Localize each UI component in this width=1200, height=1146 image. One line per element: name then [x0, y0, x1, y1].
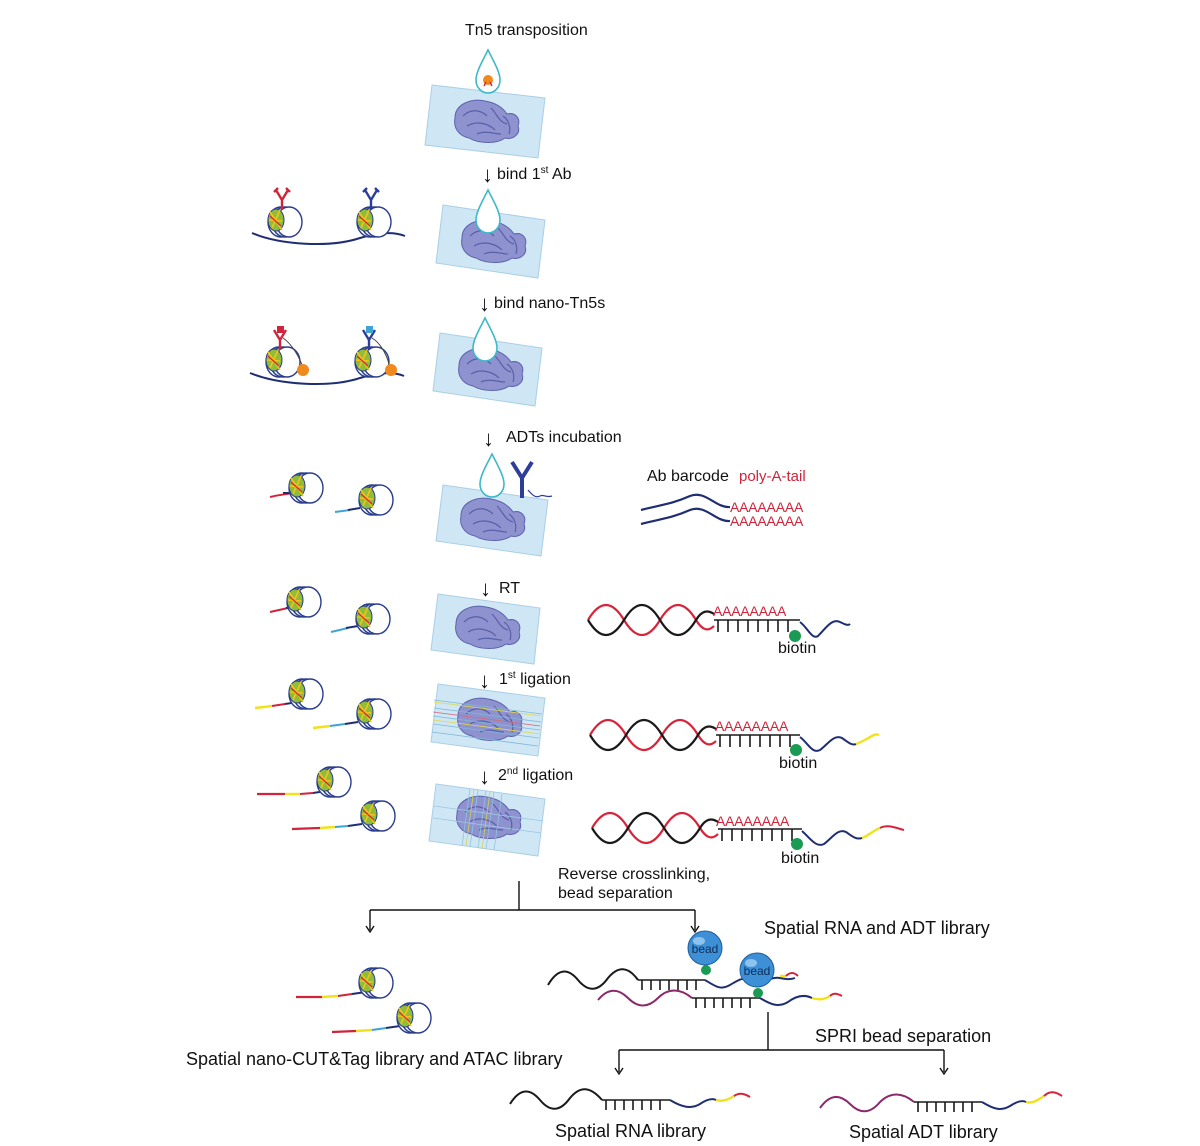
slide-ab1 [435, 188, 546, 279]
step-label-nano: bind nano-Tn5s [494, 295, 605, 312]
poly-a-tail-label: poly-A-tail [739, 468, 806, 485]
slide-tn5 [424, 84, 546, 159]
step-label-lig2: 2nd ligation [498, 766, 573, 784]
cut-atac-fragments [296, 967, 432, 1034]
cdna-duplex-lig1: AAAAAAAA biotin [589, 718, 880, 772]
spri-label: SPRI bead separation [815, 1026, 991, 1046]
arrow-down-icon: ↓ [480, 576, 491, 601]
fragment-nucleosomes [257, 766, 396, 832]
fragment-nucleosomes [269, 586, 391, 635]
fragment-nucleosomes [254, 678, 392, 730]
library-label-adt: Spatial ADT library [849, 1122, 998, 1142]
arrow-down-icon: ↓ [479, 764, 490, 789]
slide-adt [435, 452, 553, 557]
split-label-line2: bead separation [558, 885, 673, 902]
adt-legend: Ab barcode poly-A-tail AAAAAAAA AAAAAAAA [640, 468, 806, 529]
biotin-dot-icon [701, 965, 711, 975]
library-label-rna: Spatial RNA library [555, 1121, 706, 1141]
chromatin-with-antibodies [251, 187, 406, 245]
biotin-dot-icon [791, 838, 803, 850]
library-label-rna-adt: Spatial RNA and ADT library [764, 918, 990, 938]
step-label-lig1: 1st ligation [499, 670, 571, 688]
tn5-enzyme-icon [297, 364, 309, 376]
biotin-label: biotin [779, 755, 817, 772]
cdna-duplex-lig2: AAAAAAAA biotin [591, 811, 905, 867]
svg-text:AAAAAAAA: AAAAAAAA [716, 813, 790, 829]
split-label-line1: Reverse crosslinking, [558, 866, 710, 883]
antibody-adt-icon [510, 460, 553, 498]
split-connector [365, 881, 700, 934]
bead-bound-library: bead bead [547, 930, 843, 1008]
ab-barcode-label: Ab barcode [647, 468, 729, 485]
biotin-dot-icon [790, 744, 802, 756]
step-label-adt: ADTs incubation [506, 429, 622, 446]
step-label-rt: RT [499, 580, 520, 597]
step-label-tn5: Tn5 transposition [465, 22, 588, 39]
biotin-dot-icon [789, 630, 801, 642]
biotin-dot-icon [753, 988, 763, 998]
slide-rt [430, 593, 541, 665]
slide-nano [432, 316, 543, 407]
antibody-blue-icon [362, 187, 380, 210]
drop-icon [475, 48, 501, 94]
svg-text:bead: bead [692, 942, 719, 956]
drop-icon [472, 316, 498, 362]
arrow-down-icon: ↓ [482, 162, 493, 187]
library-label-cut-atac: Spatial nano-CUT&Tag library and ATAC li… [186, 1049, 563, 1069]
cdna-duplex-rt: AAAAAAAA biotin [587, 603, 851, 657]
biotin-label: biotin [781, 850, 819, 867]
slide-lig1 [430, 683, 546, 757]
drop-icon [475, 188, 501, 234]
antibody-red-icon [273, 187, 291, 210]
tn5-enzyme-icon [385, 364, 397, 376]
drop-icon [479, 452, 505, 498]
arrow-down-icon: ↓ [479, 668, 490, 693]
spri-connector [614, 1012, 949, 1076]
svg-text:AAAAAAAA: AAAAAAAA [715, 718, 789, 734]
poly-a-sequence: AAAAAAAA [730, 513, 804, 529]
bead-icon: bead [739, 952, 775, 988]
arrow-down-icon: ↓ [483, 426, 494, 451]
bead-icon: bead [687, 930, 723, 966]
svg-text:bead: bead [744, 964, 771, 978]
chromatin-with-nano-tn5 [249, 326, 405, 385]
arrow-down-icon: ↓ [479, 291, 490, 316]
fragment-nucleosomes [269, 472, 394, 516]
adt-library-strand [819, 1091, 1063, 1113]
rna-library-strand [509, 1088, 751, 1110]
step-label-ab1: bind 1st Ab [497, 165, 572, 183]
poly-a-sequence: AAAAAAAA [730, 499, 804, 515]
biotin-label: biotin [778, 640, 816, 657]
slide-lig2 [428, 783, 546, 857]
svg-text:AAAAAAAA: AAAAAAAA [713, 603, 787, 619]
